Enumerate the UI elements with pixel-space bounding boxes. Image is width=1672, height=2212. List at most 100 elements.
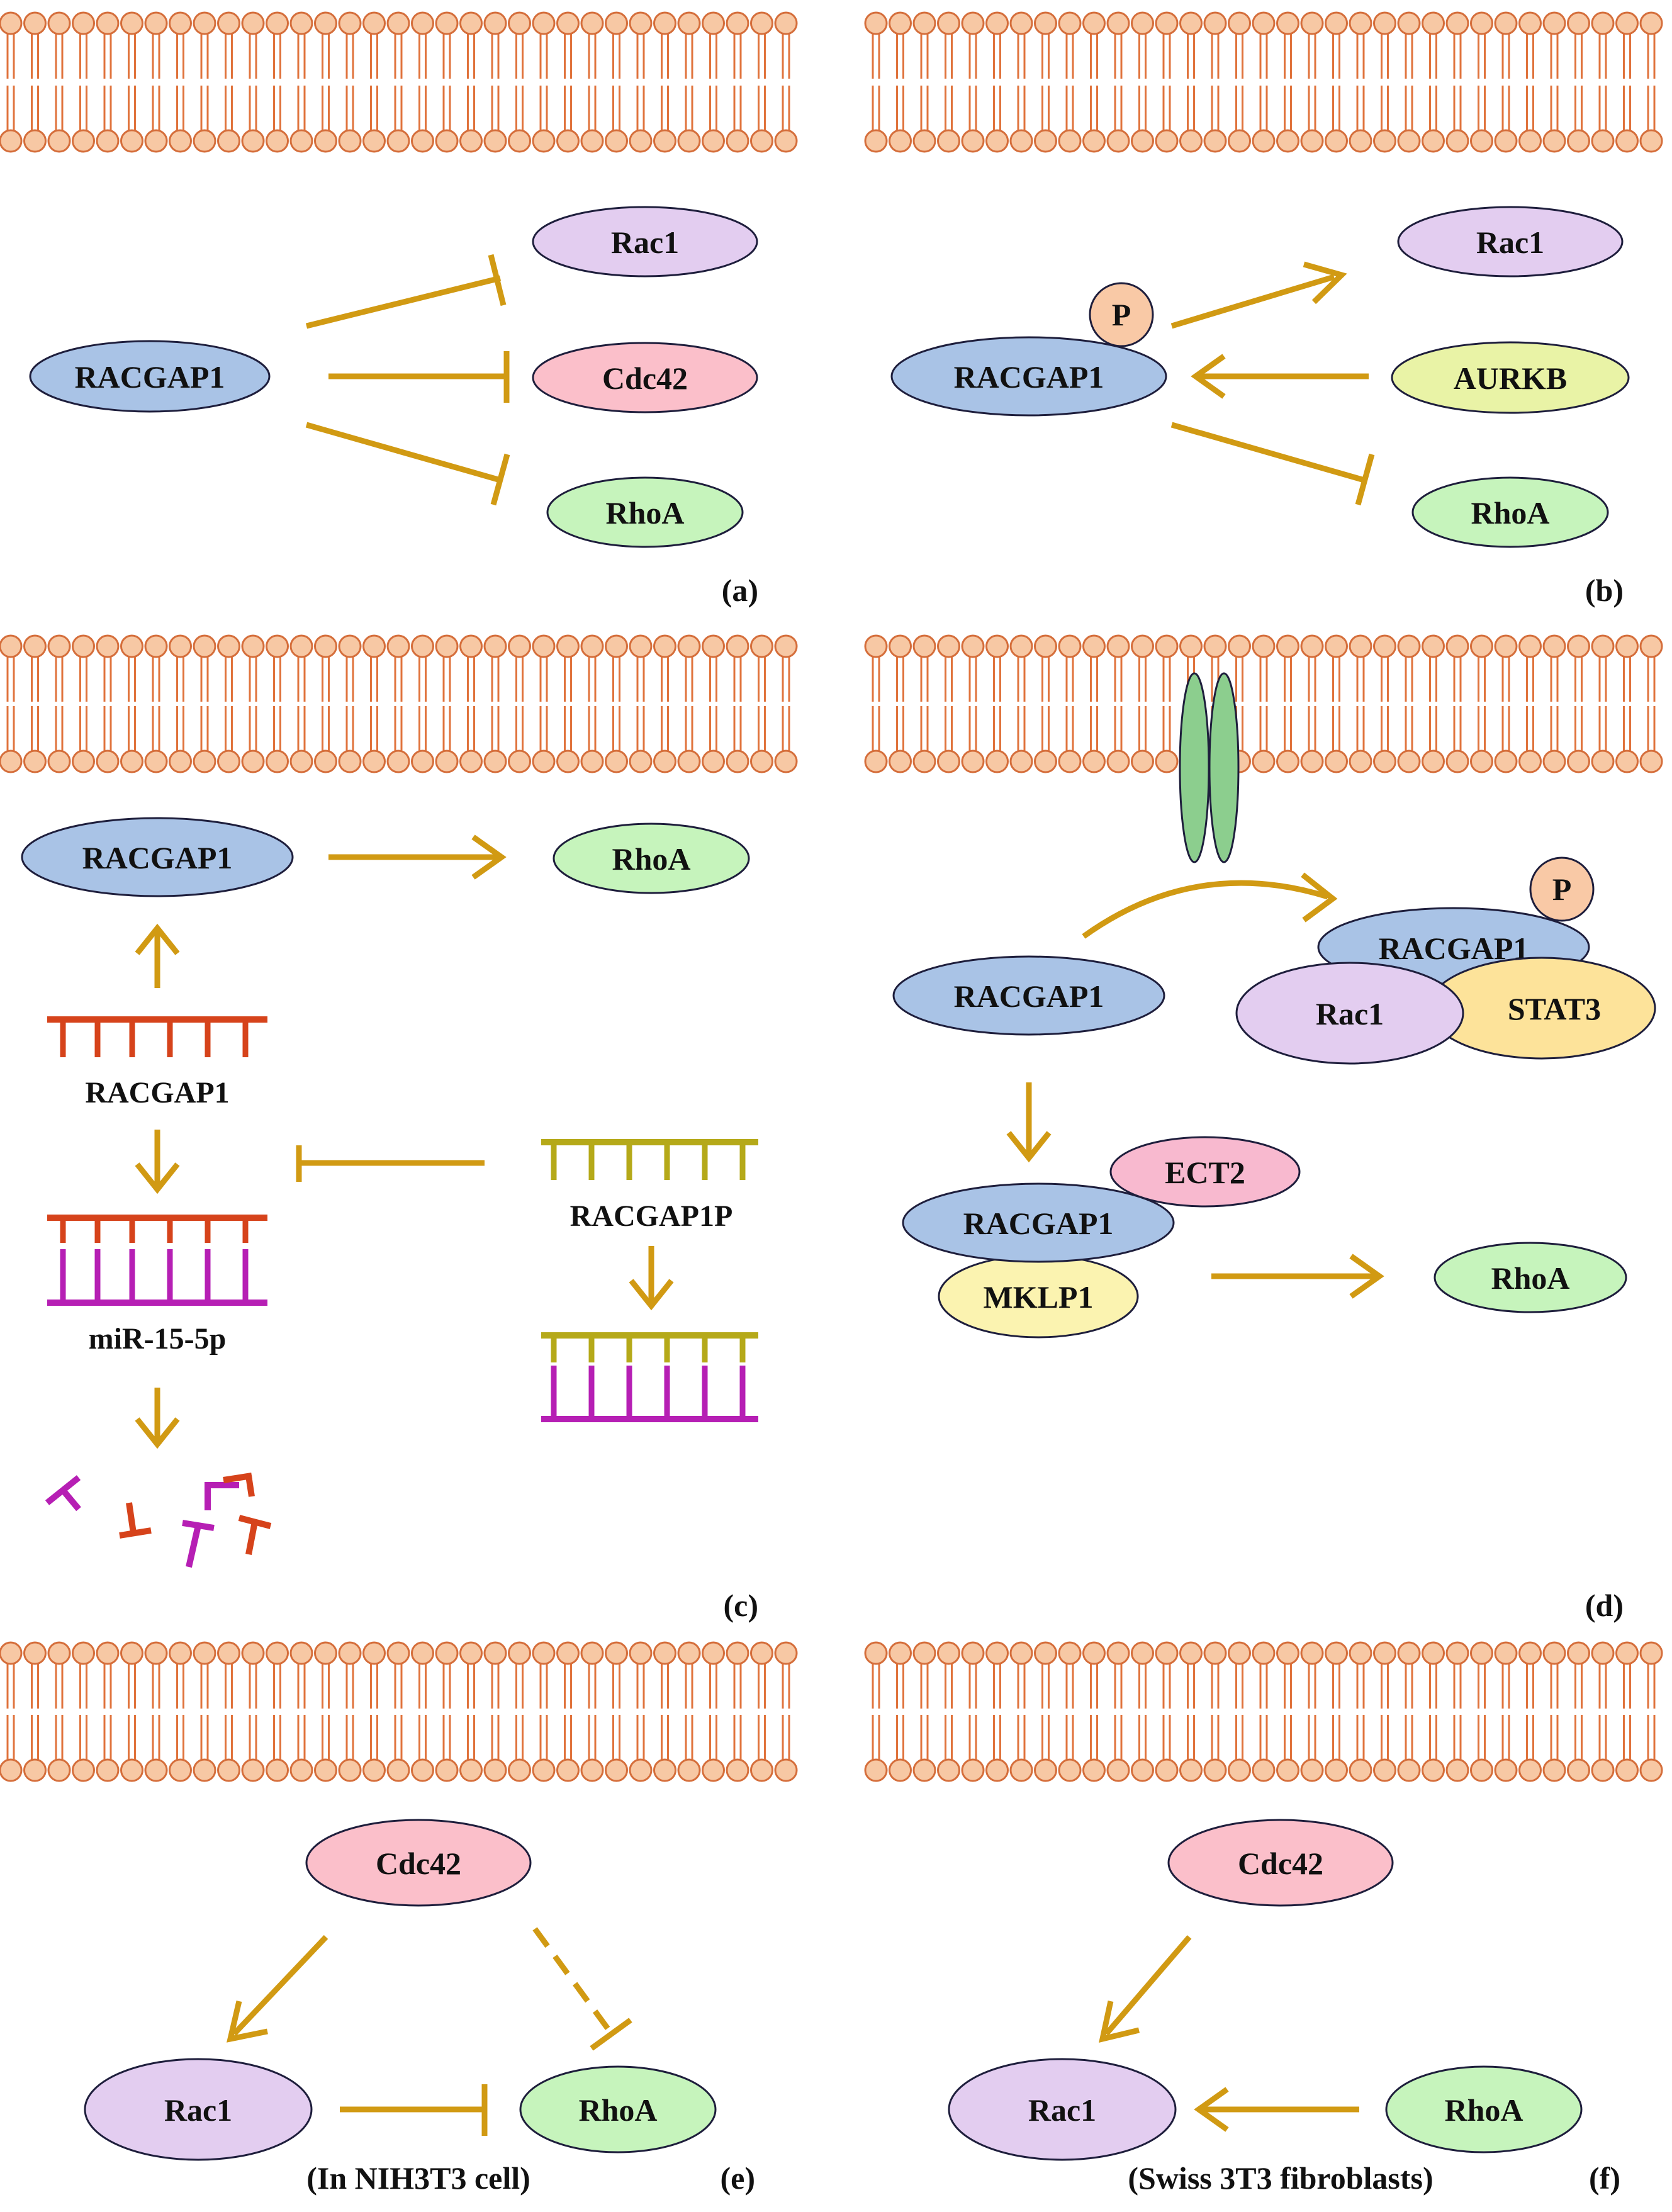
lipid-head [750,634,773,658]
lipid-head [1422,634,1445,658]
lipid-head [193,634,216,658]
lipid-head [1494,1758,1518,1782]
lipid-head [96,749,120,773]
lipid-head [1567,749,1590,773]
lipid-head [266,11,289,35]
rhoa-node: RhoA [519,2065,717,2153]
lipid-head [362,1641,386,1665]
lipid-head [1639,129,1663,153]
panel-label-f: (f) [1589,2160,1620,2196]
lipid-head [1542,129,1566,153]
lipid-head [338,634,362,658]
lipid-head [605,129,628,153]
lipid-head [1591,1641,1615,1665]
lipid-head [1445,129,1469,153]
lipid-head [169,749,192,773]
racgap1-mrna-label: RACGAP1 [85,1076,229,1109]
lipid-head [1518,634,1542,658]
lipid-head [193,749,216,773]
lipid-head [1300,1641,1324,1665]
lipid-head [1252,1641,1276,1665]
rhoa-node: RhoA [546,476,744,548]
lipid-head [169,1758,192,1782]
rac1-node: Rac1 [532,206,758,278]
lipid-head [289,11,313,35]
lipid-head [1252,11,1276,35]
rhoa-label: RhoA [1471,495,1549,531]
lipid-head [864,749,888,773]
racgap1p-strand [541,1139,758,1180]
complex-stat3-node: STAT3 [1427,957,1656,1060]
edge-mrna-to-protein [135,923,180,988]
lipid-head [144,1758,168,1782]
lipid-head [1228,11,1251,35]
edge-racgap1-activates-rhoa [328,834,507,880]
lipid-head [912,749,936,773]
panel-c: RACGAP1 RhoA RACGAP1 [21,817,758,1623]
lipid-head [1058,634,1082,658]
lipid-head [1131,634,1154,658]
lipid-head [241,1758,265,1782]
lipid-head [961,1758,985,1782]
lipid-head [937,11,960,35]
lipid-head [1518,11,1542,35]
lipid-head [532,129,556,153]
rac1-node: Rac1 [84,2058,313,2161]
lipid-head [23,11,47,35]
lipid-head [889,1641,912,1665]
lipid-head [1470,129,1493,153]
lipid-head [96,129,120,153]
lipid-head [289,129,313,153]
lipid-head [144,634,168,658]
lipid-head [1494,11,1518,35]
lipid-head [1276,634,1299,658]
lipid-head [508,1641,531,1665]
lipid-head [1470,1641,1493,1665]
lipid-head [1639,1641,1663,1665]
lipid-head [1155,1641,1179,1665]
lipid-head [580,634,604,658]
lipid-head [411,1641,434,1665]
lipid-head [653,129,676,153]
lipid-head [386,634,410,658]
lipid-head [338,749,362,773]
lipid-head [1615,634,1639,658]
lipid-head [1397,11,1421,35]
lipid-head [677,749,701,773]
lipid-head [556,749,580,773]
mir-label: miR-15-5p [89,1322,227,1356]
lipid-head [483,1641,507,1665]
lipid-head [72,634,95,658]
lipid-head [629,1758,653,1782]
lipid-head [985,749,1009,773]
lipid-head [1445,1641,1469,1665]
lipid-head [580,1758,604,1782]
caption-f: (Swiss 3T3 fibroblasts) [1128,2160,1433,2196]
lipid-head [726,634,749,658]
lipid-head [1058,749,1082,773]
lipid-head [47,129,71,153]
lipid-head [435,129,459,153]
lipid-head [386,11,410,35]
lipid-head [72,1641,95,1665]
lipid-head [483,749,507,773]
lipid-head [314,634,337,658]
lipid-head [411,1758,434,1782]
lipid-head [1567,129,1590,153]
rhoa-label: RhoA [578,2092,657,2128]
racgap1-mrna-strand [47,1016,267,1057]
lipid-head [0,11,23,35]
lipid-head [629,634,653,658]
lipid-head [1373,1758,1396,1782]
lipid-head [1252,749,1276,773]
rhoa-node: RhoA [1385,2065,1583,2153]
lipid-head [1058,1758,1082,1782]
lipid-head [120,1641,143,1665]
lipid-head [1203,129,1227,153]
membrane-d [864,634,1663,773]
lipid-head [1349,1758,1372,1782]
membrane-c [0,634,798,773]
lipid-head [1300,11,1324,35]
lipid-head [1518,1641,1542,1665]
lipid-head [961,749,985,773]
